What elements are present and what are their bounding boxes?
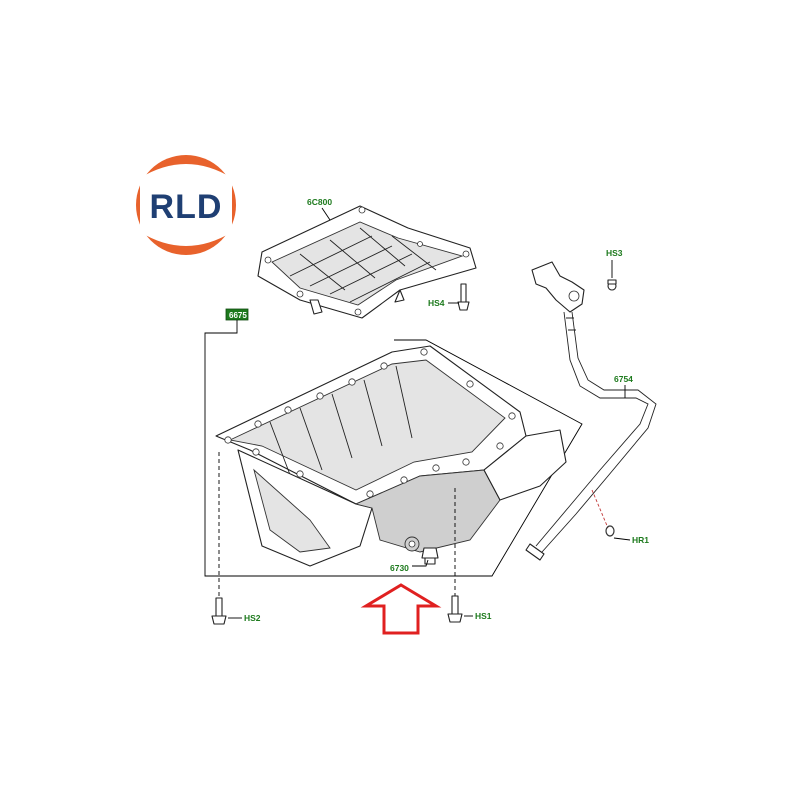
leader-6c800: [321, 207, 331, 221]
leader-6730: [412, 559, 429, 567]
highlight-arrow-icon: [360, 583, 442, 635]
leader-seal-axis: [591, 489, 609, 529]
logo-text: RLD: [150, 188, 223, 226]
label-hr1: HR1: [632, 535, 649, 545]
drain-plug: [421, 547, 439, 565]
label-6675: 6675: [229, 311, 247, 320]
rld-logo: RLD: [136, 155, 236, 255]
leader-hr1: [613, 537, 631, 541]
dipstick-tube: [525, 261, 657, 561]
bolt-hs2: [211, 597, 227, 625]
bolt-hs3: [607, 279, 617, 291]
label-6730: 6730: [390, 563, 409, 573]
seal-hr1: [605, 525, 615, 537]
windage-tray: [257, 205, 477, 319]
bolt-hs1: [447, 595, 463, 623]
label-6c800: 6C800: [307, 197, 332, 207]
bolt-hs4: [457, 283, 470, 311]
oil-pan: [215, 345, 567, 567]
oil-pan-outline-bracket: [204, 320, 583, 577]
label-hs2: HS2: [244, 613, 261, 623]
label-6754: 6754: [614, 374, 633, 384]
label-hs1: HS1: [475, 611, 492, 621]
label-hs3: HS3: [606, 248, 623, 258]
label-hs4: HS4: [428, 298, 445, 308]
